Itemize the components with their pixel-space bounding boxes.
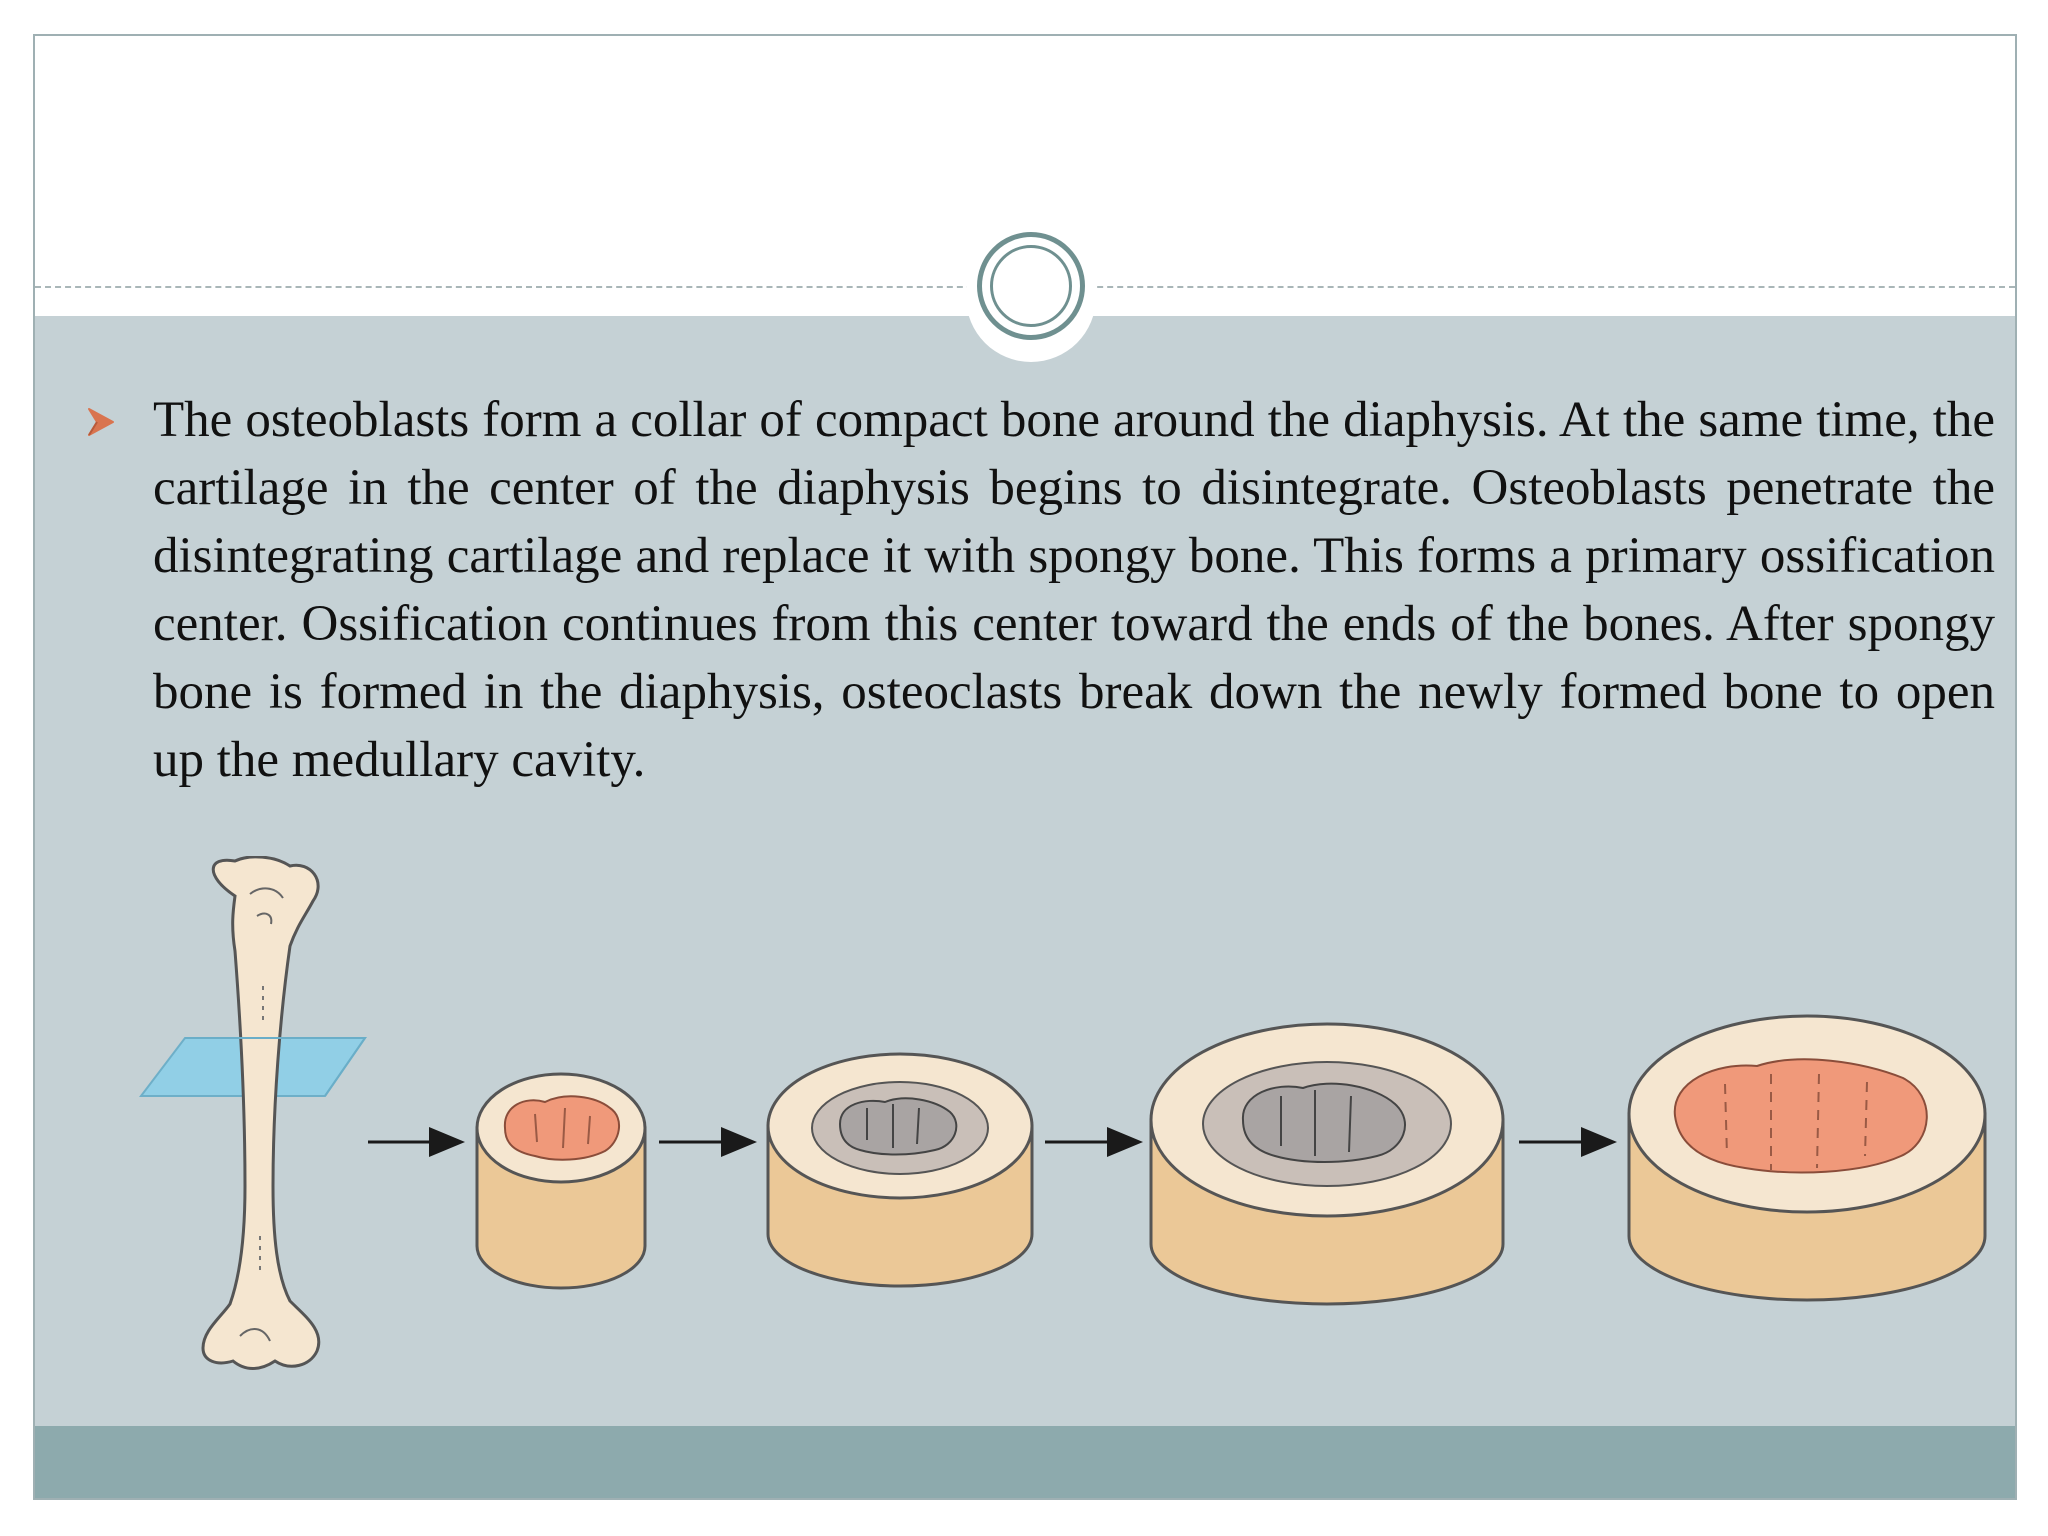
bullet-item: The osteoblasts form a collar of compact…: [87, 386, 1995, 794]
stage-4: [1627, 1014, 1987, 1302]
slide: The osteoblasts form a collar of compact…: [33, 34, 2017, 1500]
stage-2: [766, 1052, 1034, 1288]
ossification-diagram: [138, 856, 1987, 1370]
arrowhead-right-icon: [88, 408, 114, 436]
circle-ornament-inner: [990, 245, 1072, 327]
footer-bar: [35, 1426, 2015, 1498]
long-bone-illustration: [138, 856, 367, 1370]
stage-1: [475, 1072, 647, 1290]
stage-3: [1149, 1022, 1505, 1306]
body-text: The osteoblasts form a collar of compact…: [153, 392, 1995, 788]
circle-ornament-icon: [977, 232, 1085, 340]
long-bone: [201, 856, 321, 1370]
